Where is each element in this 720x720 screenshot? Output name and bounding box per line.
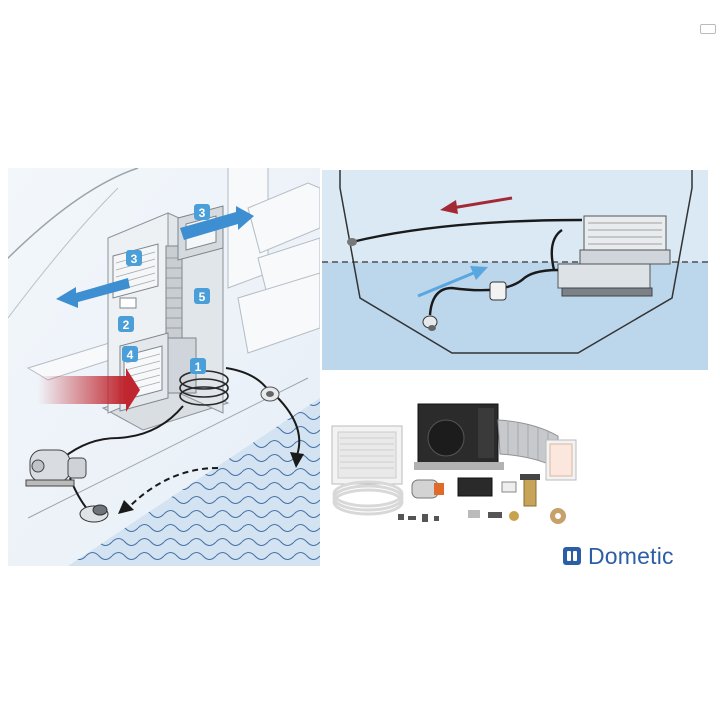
callout-5: 5 — [199, 290, 206, 304]
callout-marker — [122, 346, 138, 362]
water-waves — [68, 398, 320, 566]
callout-marker — [194, 288, 210, 304]
overboard-fitting — [347, 238, 357, 246]
control-box — [457, 477, 493, 497]
supply-grille — [331, 425, 403, 485]
dometic-logo-icon — [563, 547, 581, 565]
callout-marker — [126, 250, 142, 266]
callout-1: 1 — [195, 360, 202, 374]
cabin-structure — [26, 168, 321, 381]
hull-outline — [339, 187, 693, 354]
installation-cutaway-diagram: 3 3 5 2 4 1 — [2, 167, 321, 566]
callout-2: 2 — [123, 318, 130, 332]
pump — [489, 281, 507, 301]
seawater-pump — [25, 449, 87, 487]
seawater-intake-arrow — [127, 467, 219, 509]
condensing-unit — [414, 403, 504, 470]
return-grille — [545, 439, 577, 481]
corner-mark — [700, 24, 716, 34]
seacock-strainer — [79, 504, 109, 523]
kit-pump — [411, 479, 444, 499]
callout-marker — [194, 204, 210, 220]
callout-3-side: 3 — [131, 252, 138, 266]
kit-strainer — [520, 474, 540, 507]
flow-arrows — [417, 196, 513, 298]
hull-cross-section-diagram — [322, 170, 708, 370]
hose-coil — [332, 480, 404, 516]
discharge-arrow — [275, 395, 301, 459]
brand-name: Dometic — [588, 542, 674, 569]
callout-4: 4 — [127, 348, 134, 362]
hull-line — [2, 167, 139, 264]
dometic-logo: Dometic — [562, 540, 712, 572]
callout-markers: 3 3 5 2 4 1 — [118, 204, 210, 374]
thermostat — [501, 481, 517, 493]
ac-unit — [557, 215, 671, 297]
air-handler-unit — [107, 205, 224, 414]
small-fittings — [398, 508, 566, 524]
product-kit-photo — [328, 390, 578, 540]
callout-marker — [190, 358, 206, 374]
cool-air-outlet-arrows — [56, 206, 254, 308]
callout-3-top: 3 — [199, 206, 206, 220]
callout-marker — [118, 316, 134, 332]
intake-fitting — [422, 315, 438, 331]
warm-air-intake-arrow — [38, 376, 126, 404]
